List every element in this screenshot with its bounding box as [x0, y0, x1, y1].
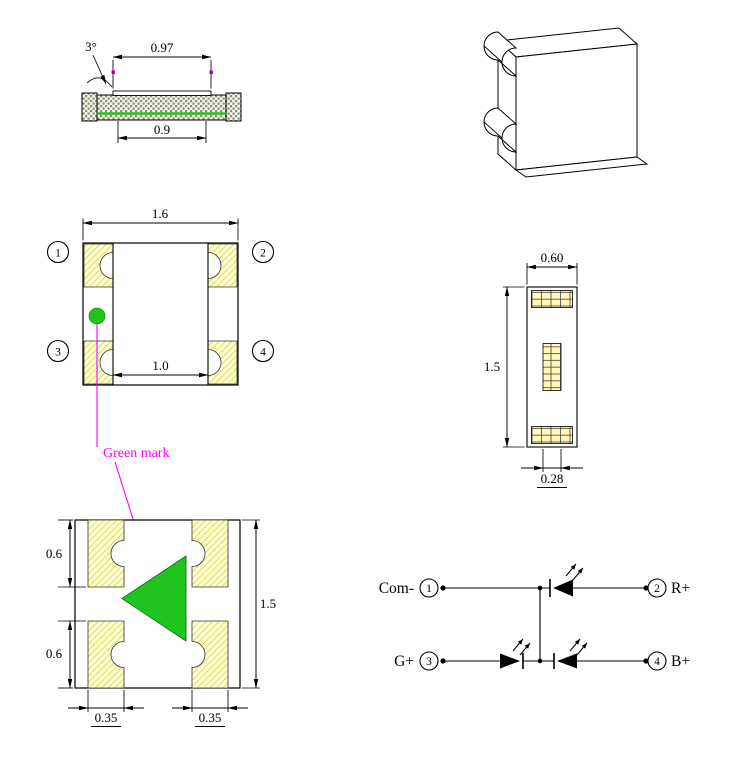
dim-end-height: 1.5 [484, 286, 525, 448]
node-dot [643, 585, 649, 591]
schematic-pin-4: 4 [647, 651, 667, 671]
bottom-pad-bottom-right [191, 620, 229, 689]
iso-castellation-top [483, 31, 518, 77]
pin-1-marker: 1 [46, 240, 70, 264]
dim-text-pad-width-left: 0.35 [95, 710, 118, 725]
dim-end-width: 0.60 [526, 250, 578, 285]
dim-text-angle: 3° [85, 39, 97, 54]
emission-arrow [576, 642, 588, 656]
top-view-outline [82, 242, 239, 386]
red-led-symbol [549, 563, 584, 597]
schematic-pin-1-number: 1 [426, 583, 432, 595]
dim-pad-width-left: 0.35 [68, 690, 144, 727]
dim-overall-width: 1.6 [82, 206, 239, 241]
schematic-pin-2: 2 [647, 578, 667, 598]
emission-arrow [565, 563, 577, 577]
bottom-view: 0.6 0.6 1.5 0.35 [46, 519, 276, 727]
schematic-pin-2-number: 2 [654, 583, 660, 595]
diode-triangle [500, 653, 520, 669]
bottom-pad-bottom-left [87, 620, 125, 689]
dim-body-width: 1.0 [112, 358, 209, 378]
blue-pin-label: B+ [671, 653, 690, 670]
pin-2-number: 2 [260, 248, 266, 260]
schematic: Com- 1 2 R+ G+ 3 [379, 563, 690, 671]
dim-bottom-height: 1.5 [242, 519, 276, 689]
bottom-pad-top-left [87, 519, 125, 588]
dim-text-top-width: 0.97 [151, 40, 174, 55]
node-dot [643, 658, 649, 664]
end-pad-top [531, 290, 573, 308]
schematic-pin-1: 1 [419, 578, 439, 598]
iso-bottom-chamfer [514, 156, 649, 178]
dim-text-overall-width: 1.6 [152, 206, 169, 221]
emission-arrow [519, 642, 531, 656]
dim-text-end-height: 1.5 [484, 359, 500, 374]
dim-pad-height-top: 0.6 [46, 519, 86, 588]
end-terminal-column [542, 343, 562, 391]
pin-4-marker: 4 [251, 339, 275, 363]
schematic-pin-3-number: 3 [426, 656, 432, 668]
dim-text-pad-height-top: 0.6 [46, 546, 63, 561]
schematic-pin-4-number: 4 [654, 656, 660, 668]
iso-castellation-bottom [483, 107, 518, 153]
emission-arrow [572, 567, 584, 581]
common-pin-label: Com- [379, 580, 414, 597]
dim-pad-width-right: 0.35 [172, 690, 248, 727]
emission-arrow [569, 638, 581, 652]
side-view: 0.97 3° 0.9 [81, 39, 242, 143]
green-mark-triangle [121, 555, 187, 642]
green-mark-dot [88, 307, 106, 325]
iso-view [483, 27, 649, 178]
package-body-section [81, 94, 242, 121]
dim-terminal-width: 0.28 [521, 449, 583, 488]
bottom-pad-top-right [191, 519, 229, 588]
dim-text-bottom-height: 1.5 [260, 596, 276, 611]
dim-text-end-width: 0.60 [541, 250, 564, 265]
pin-4-number: 4 [260, 347, 266, 359]
right-terminal-section [225, 92, 242, 122]
dim-text-pad-height-bottom: 0.6 [46, 646, 63, 661]
junction-dot [537, 585, 543, 591]
dim-text-pad-width-right: 0.35 [199, 710, 222, 725]
end-pad-bottom [531, 426, 573, 444]
top-window [112, 90, 212, 96]
dim-pad-height-bottom: 0.6 [46, 620, 86, 689]
red-pin-label: R+ [671, 580, 690, 597]
iso-front-face [515, 43, 638, 171]
dim-text-bottom-width: 0.9 [154, 122, 170, 137]
green-mark-label: Green mark [103, 446, 169, 461]
dim-bottom-width: 0.9 [117, 121, 207, 143]
left-terminal-section [81, 92, 98, 122]
diode-triangle [553, 579, 573, 597]
dim-text-body-width: 1.0 [152, 358, 168, 373]
blue-led-symbol [553, 638, 588, 669]
end-view: 0.60 1.5 0.28 [484, 250, 583, 488]
pin-3-marker: 3 [46, 339, 70, 363]
dim-text-terminal-width: 0.28 [541, 471, 564, 486]
pin-2-marker: 2 [251, 240, 275, 264]
pin-1-number: 1 [55, 248, 61, 260]
pin-3-number: 3 [55, 347, 61, 359]
dim-draft-angle: 3° [85, 39, 113, 88]
schematic-pin-3: 3 [419, 651, 439, 671]
green-pin-label: G+ [394, 653, 414, 670]
dim-top-width: 0.97 [112, 40, 212, 89]
top-view: 1 2 3 4 1.6 1.0 [46, 206, 275, 386]
diode-triangle [557, 653, 577, 669]
emission-arrow [512, 638, 524, 652]
